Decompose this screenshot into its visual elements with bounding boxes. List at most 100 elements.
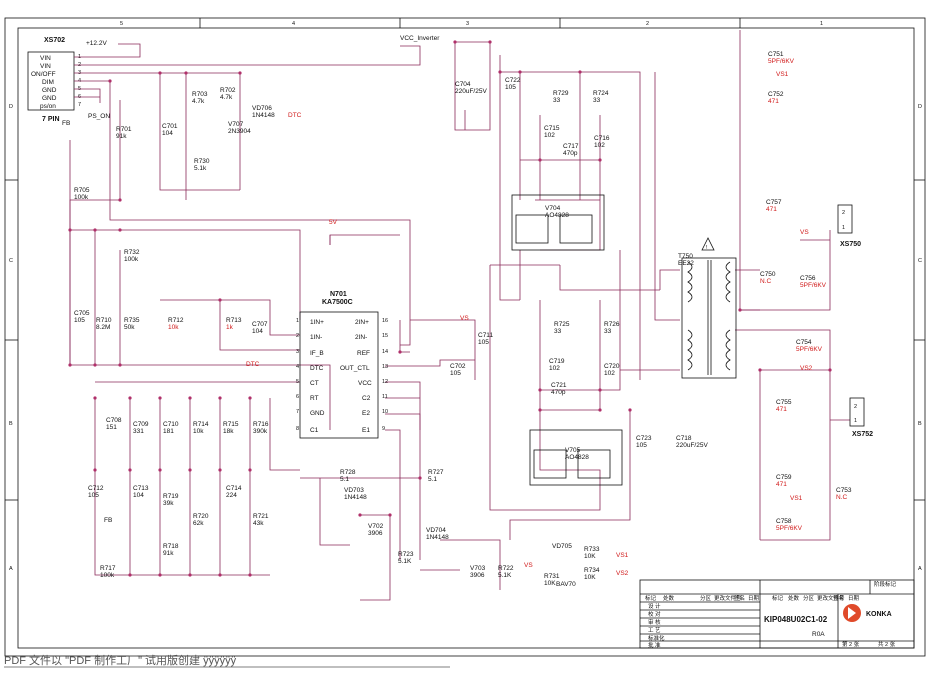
pdf-footer: PDF 文件以 "PDF 制作工厂" 试用版创建 ÿÿÿÿÿÿ [4,653,237,667]
svg-text:11: 11 [382,394,388,400]
svg-text:9: 9 [382,426,385,432]
component-ref: R733 [584,546,600,553]
svg-text:第 2 张: 第 2 张 [842,640,860,648]
svg-text:标准化: 标准化 [648,634,665,642]
svg-text:12: 12 [382,379,388,385]
component-value: 33 [554,328,562,335]
component-ref: R717 [100,565,116,572]
component-ref: R722 [498,565,514,572]
component-value: 10K [584,574,596,581]
svg-text:VCC: VCC [358,380,372,387]
net-labels: +12.2V VCC_Inverter FB FB PS_ON DTC DTC … [62,35,813,577]
svg-text:14: 14 [382,349,388,355]
mosfet-v705-package [529,429,623,486]
svg-text:VIN: VIN [40,55,51,62]
component-value: 5PF/6KV [768,58,795,65]
component-ref: R702 [220,87,236,94]
row-label: B [9,421,13,427]
component-value: 33 [593,97,601,104]
svg-text:设 计: 设 计 [648,602,661,610]
svg-text:GND: GND [42,95,57,102]
svg-text:16: 16 [382,318,388,324]
svg-text:分区: 分区 [700,594,712,602]
component-value: 471 [766,206,777,213]
component-value: 105 [636,442,647,449]
drawing-frame [4,17,926,657]
component-ref: R727 [428,469,444,476]
svg-text:分区: 分区 [803,594,815,602]
component-value: 50k [124,324,135,331]
component-ref: C714 [226,485,242,492]
svg-text:更改文件号: 更改文件号 [714,594,742,602]
component-value: 91k [163,550,174,557]
svg-text:7 PIN: 7 PIN [42,116,60,123]
svg-text:审 核: 审 核 [648,618,661,626]
svg-text:6: 6 [296,394,299,400]
component-ref: R734 [584,567,600,574]
component-ref: R730 [194,158,210,165]
junction-dots [68,40,832,577]
component-ref: C718 [676,435,692,442]
svg-text:KA7500C: KA7500C [322,299,353,306]
component-value: AO4828 [565,454,589,461]
svg-text:C2: C2 [362,395,371,402]
component-value: 331 [133,428,144,435]
svg-text:共 2 张: 共 2 张 [878,640,896,648]
component-value: AO4828 [545,212,569,219]
component-ref: R719 [163,493,179,500]
component-ref: C713 [133,485,149,492]
component-value: 104 [252,328,263,335]
component-value: 470p [563,150,578,157]
row-label: D [918,104,922,110]
svg-text:标记: 标记 [772,594,784,602]
component-value: 220uF/25V [455,88,487,95]
svg-text:2IN+: 2IN+ [355,319,369,326]
svg-text:5V: 5V [329,219,338,226]
component-ref: R716 [253,421,269,428]
component-value: 470p [551,389,566,396]
component-value: N.C [836,494,848,501]
svg-text:RT: RT [310,395,319,402]
connector-xs750: 2 1 XS750 [837,204,861,248]
component-value: 1N4148 [344,494,367,501]
svg-text:7: 7 [296,409,299,415]
component-ref: R732 [124,249,140,256]
component-value: 224 [226,492,237,499]
component-value: 1k [226,324,234,331]
component-value: 181 [163,428,174,435]
component-value: 102 [544,132,555,139]
svg-text:XS750: XS750 [840,241,861,248]
svg-text:VS: VS [524,562,533,569]
mosfet-v704-package [511,194,605,251]
component-ref: C755 [776,399,792,406]
component-value: N.C [760,278,772,285]
svg-text:工 艺: 工 艺 [648,627,661,634]
svg-text:REF: REF [357,350,370,357]
svg-text:KONKA: KONKA [866,611,892,618]
component-value: 5PF/6KV [800,282,827,289]
component-value: 62k [193,520,204,527]
component-value: 390k [253,428,268,435]
component-value: 100k [124,256,139,263]
svg-text:C1: C1 [310,427,319,434]
svg-text:CT: CT [310,380,319,387]
